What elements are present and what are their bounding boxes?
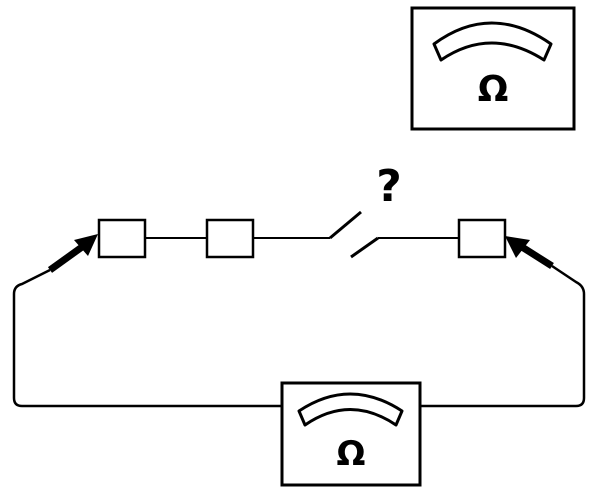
test-lead-right: [420, 264, 586, 408]
ohmmeter-bottom-scale-arc: [297, 392, 404, 427]
component-box-1: [97, 218, 147, 259]
probe-left-arrow-icon: [47, 234, 98, 273]
ohmmeter-bottom-body: [280, 381, 422, 487]
ohmmeter-top: Ω: [410, 6, 576, 131]
ohmmeter-bottom: Ω: [280, 381, 422, 487]
open-switch: [329, 210, 379, 259]
ohmmeter-top-scale-arc: [432, 21, 553, 62]
ohmmeter-bottom-symbol: Ω: [337, 434, 366, 474]
component-box-3: [457, 218, 507, 259]
ohmmeter-top-body: [410, 6, 576, 131]
switch-question-mark: ?: [376, 161, 402, 212]
switch-blade-right: [350, 236, 379, 259]
ohmmeter-top-symbol: Ω: [478, 69, 509, 110]
probe-right-arrow-icon: [505, 236, 554, 269]
component-box-2: [205, 218, 255, 259]
test-lead-left: [12, 268, 282, 408]
switch-blade-left: [329, 210, 362, 240]
